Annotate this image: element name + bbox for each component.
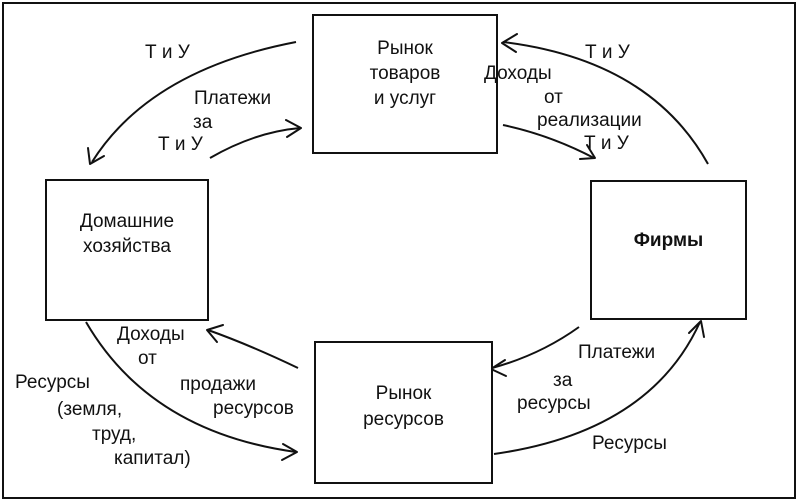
arrowhead-payments-to-resource-market	[490, 359, 507, 377]
goods-market-box: Рынок товаров и услуг	[312, 14, 498, 154]
resource-market-label-line1: Рынок	[375, 383, 432, 404]
arrowhead-resources-to-resource-market	[281, 443, 298, 461]
label-income-from-resources-line4: ресурсов	[213, 398, 294, 419]
label-payments-for-resources-line3: ресурсы	[517, 393, 591, 414]
label-payments-for-goods-line2: за	[193, 112, 213, 133]
goods-market-label-line1: Рынок	[377, 38, 433, 59]
arrowhead-income-to-households	[206, 324, 224, 343]
label-resources-left-line4: капитал)	[114, 448, 191, 469]
arrow-resources-to-resource-market	[85, 321, 297, 453]
resource-market-label-line2: ресурсов	[363, 409, 444, 430]
label-payments-for-resources-line1: Платежи	[578, 342, 656, 363]
label-goods-flow-right: Т и У	[585, 42, 630, 63]
arrow-payments-to-goods-market	[209, 127, 301, 159]
households-label-line1: Домашние	[79, 211, 175, 232]
label-sales-income-line4: Т и У	[584, 133, 629, 154]
label-income-from-resources-line1: Доходы	[117, 324, 185, 345]
label-payments-for-goods-line3: Т и У	[158, 134, 203, 155]
arrow-sales-income-to-firms	[502, 124, 595, 159]
label-goods-flow-left: Т и У	[145, 42, 190, 63]
label-resources-left-line1: Ресурсы	[15, 372, 90, 393]
arrow-payments-to-resource-market	[491, 326, 580, 369]
resource-market-box: Рынок ресурсов	[314, 341, 493, 484]
households-label-line2: хозяйства	[83, 236, 171, 257]
label-income-from-resources-line2: от	[138, 348, 157, 369]
label-resources-left-line3: труд,	[92, 424, 137, 445]
firms-box: Фирмы	[590, 180, 747, 320]
arrowhead-resources-to-firms	[688, 320, 705, 338]
households-box: Домашние хозяйства	[45, 179, 209, 321]
goods-market-label-line3: и услуг	[373, 88, 437, 109]
label-resources-right: Ресурсы	[592, 433, 667, 454]
label-resources-left-line2: (земля,	[57, 399, 123, 420]
label-sales-income-line2: от	[544, 87, 563, 108]
arrow-income-to-households	[207, 329, 299, 369]
arrow-goods-to-households	[91, 41, 297, 163]
arrow-resources-to-firms	[493, 321, 701, 455]
arrow-firms-to-goods-market	[502, 41, 709, 165]
goods-market-label-line2: товаров	[369, 63, 441, 84]
label-sales-income-line3: реализации	[537, 110, 642, 131]
label-income-from-resources-line3: продажи	[180, 374, 256, 395]
firms-label: Фирмы	[633, 230, 704, 251]
label-payments-for-goods-line1: Платежи	[194, 88, 272, 109]
arrowhead-sales-income-to-firms	[579, 144, 596, 160]
label-payments-for-resources-line2: за	[553, 370, 573, 391]
label-sales-income-line1: Доходы	[484, 63, 552, 84]
arrowhead-payments-to-goods-market	[285, 119, 302, 138]
arrowhead-goods-to-households	[87, 147, 105, 165]
arrowhead-firms-to-goods-market	[501, 33, 518, 53]
